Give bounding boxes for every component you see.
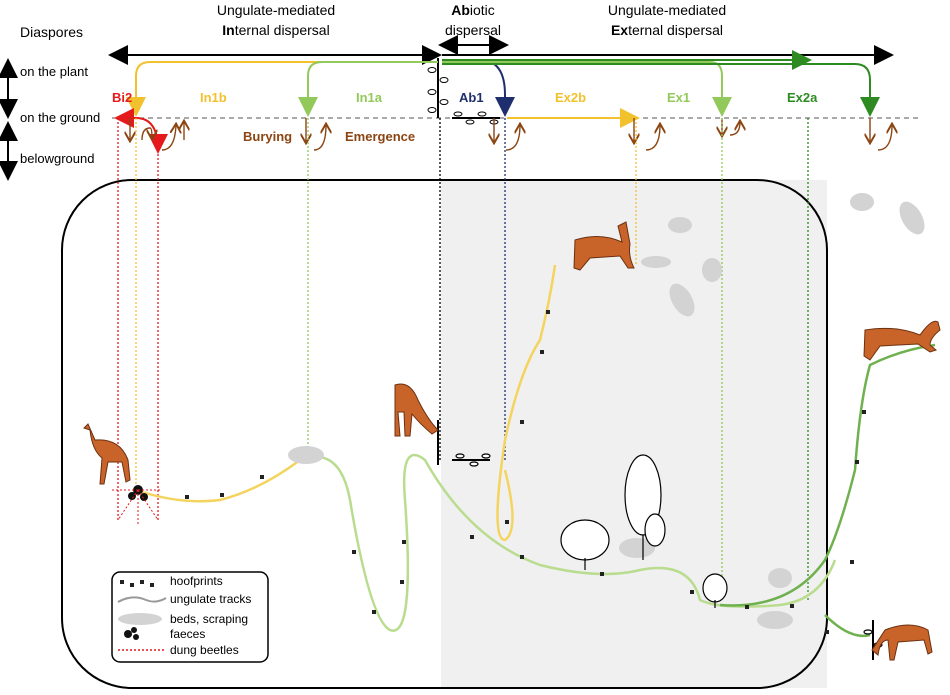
external-title-line1: Ungulate-mediated bbox=[608, 2, 726, 18]
label-in1b: In1b bbox=[200, 90, 227, 105]
internal-title-line1: Ungulate-mediated bbox=[217, 2, 335, 18]
row-label-diaspores: Diaspores bbox=[20, 24, 83, 40]
legend-beds-swatch bbox=[118, 613, 162, 625]
label-in1a: In1a bbox=[356, 90, 383, 105]
legend-tracks-swatch bbox=[117, 596, 167, 603]
connector-lines bbox=[117, 118, 809, 600]
tree-icons bbox=[560, 454, 728, 608]
label-emergence: Emergence bbox=[345, 129, 415, 144]
ex1-arrow bbox=[442, 61, 732, 117]
legend-box bbox=[111, 571, 269, 663]
label-bi2: Bi2 bbox=[112, 90, 132, 105]
track-ex2b bbox=[496, 264, 557, 542]
ab1-arrow bbox=[442, 59, 515, 117]
legend-beds-label: beds, scraping bbox=[170, 612, 248, 626]
ground-plant-icon bbox=[452, 111, 500, 125]
plant-leaves-icon bbox=[427, 67, 449, 113]
track-ex2a bbox=[719, 343, 936, 638]
burying-emergence-arrows bbox=[130, 118, 892, 151]
hoofprints bbox=[185, 310, 866, 634]
landscape-frame bbox=[61, 179, 828, 689]
legend-tracks-label: ungulate tracks bbox=[170, 592, 251, 606]
legend-hoofprints-label: hoofprints bbox=[170, 574, 223, 588]
bi2-arrow-right bbox=[135, 117, 168, 154]
deer-icons bbox=[83, 221, 941, 661]
ex2a-arrow bbox=[442, 63, 880, 117]
legend-hoofprints-swatch bbox=[120, 580, 154, 587]
label-ex2b: Ex2b bbox=[555, 90, 586, 105]
row-label-on-ground: on the ground bbox=[20, 110, 100, 125]
label-ex1: Ex1 bbox=[667, 90, 690, 105]
internal-title-line2: Internal dispersal bbox=[222, 22, 329, 38]
external-title-line2: External dispersal bbox=[611, 22, 723, 38]
track-in1b bbox=[135, 458, 301, 503]
row-label-belowground: belowground bbox=[20, 151, 94, 166]
label-ab1: Ab1 bbox=[459, 90, 484, 105]
abiotic-title-line1: Abiotic bbox=[451, 2, 495, 18]
dung-beetle-lines bbox=[112, 489, 162, 525]
label-burying: Burying bbox=[243, 129, 292, 144]
row-label-on-plant: on the plant bbox=[20, 64, 88, 79]
in1a-arrow bbox=[298, 61, 438, 117]
label-ex2a: Ex2a bbox=[787, 90, 818, 105]
in1b-arrow bbox=[126, 61, 438, 117]
legend-dung-beetles-label: dung beetles bbox=[170, 643, 239, 657]
ungulate-beds bbox=[288, 193, 925, 629]
legend-faeces-swatch bbox=[124, 627, 139, 640]
legend-faeces-label: faeces bbox=[170, 627, 205, 641]
abiotic-title-line2: dispersal bbox=[445, 22, 501, 38]
